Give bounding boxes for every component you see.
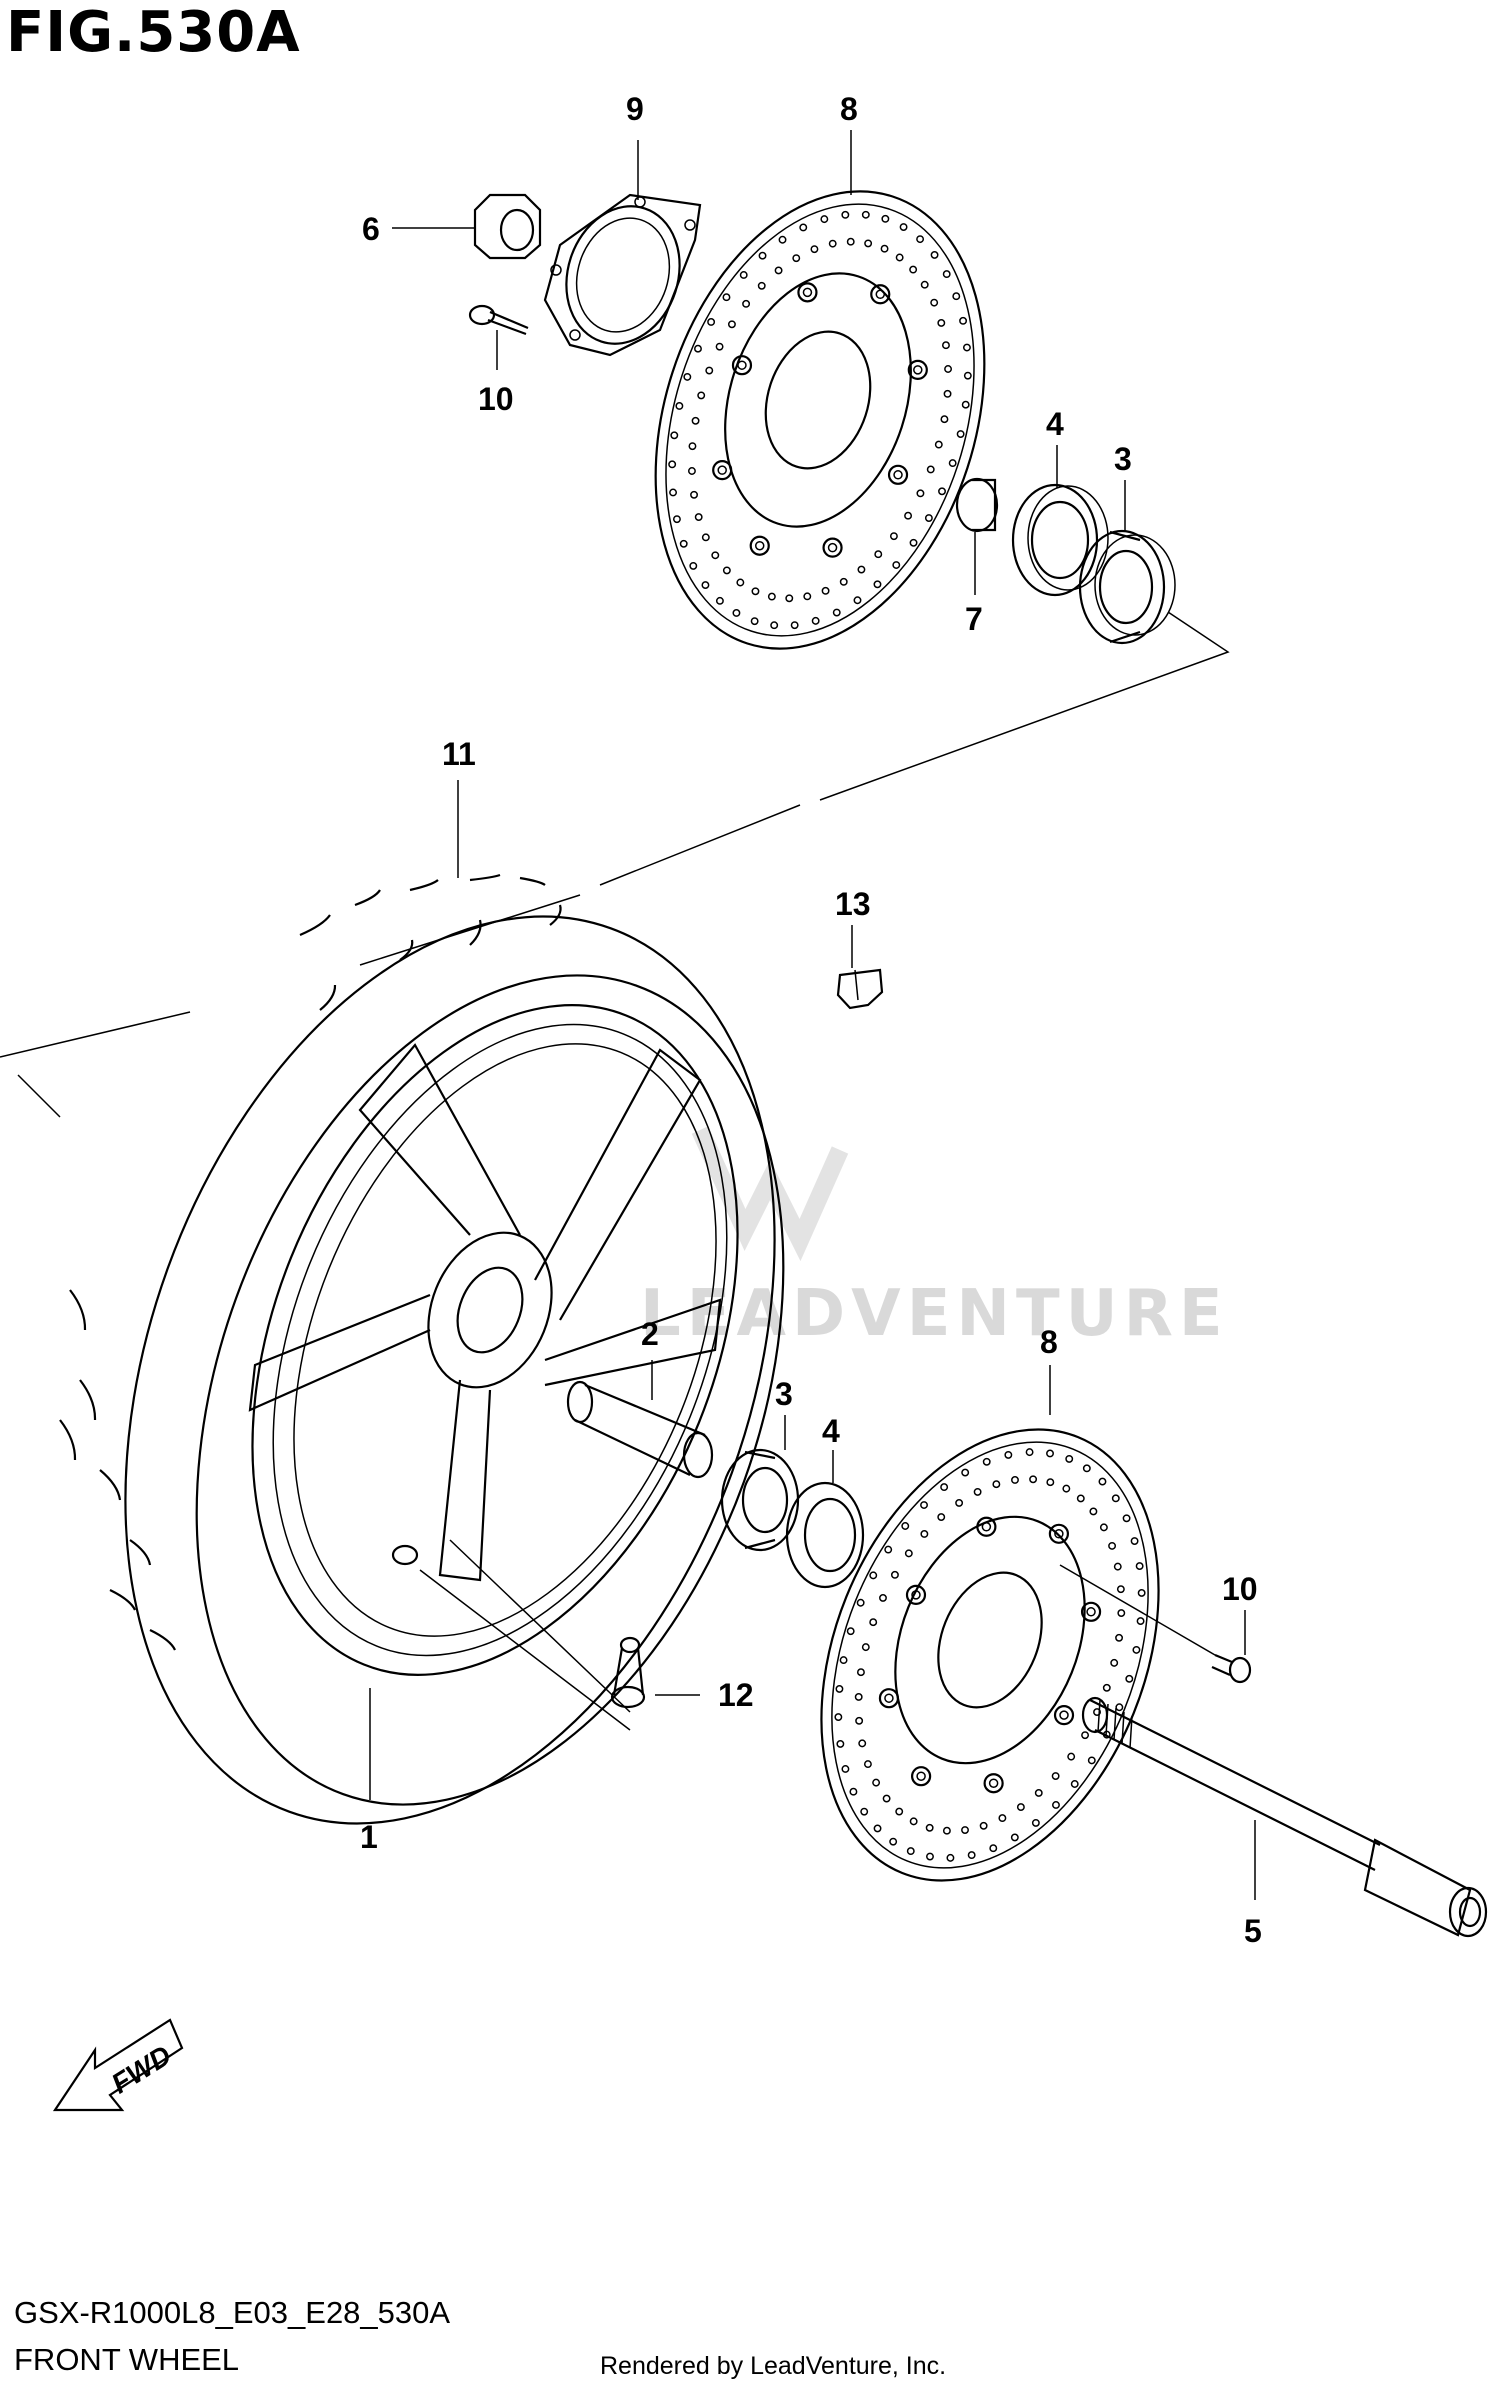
callout-4-lower: 4 <box>822 1413 840 1449</box>
callout-3-lower: 3 <box>775 1376 793 1412</box>
clip <box>836 968 884 1010</box>
brake-disc-upper <box>654 190 986 650</box>
collar <box>955 477 999 533</box>
model-code: GSX-R1000L8_E03_E28_530A <box>14 2295 451 2330</box>
section-name: FRONT WHEEL <box>14 2342 240 2377</box>
callout-10-lower: 10 <box>1222 1571 1258 1607</box>
wheel <box>248 1004 739 1676</box>
callout-1: 1 <box>360 1819 378 1855</box>
watermark-text: LEADVENTURE <box>640 1277 1229 1351</box>
callout-9: 9 <box>626 91 644 127</box>
callout-10-upper: 10 <box>478 381 514 417</box>
callout-5: 5 <box>1244 1913 1262 1949</box>
oil-seal-upper <box>1011 483 1109 597</box>
callout-2: 2 <box>641 1316 659 1352</box>
axis-line-left <box>0 1011 191 1058</box>
callout-6: 6 <box>362 211 380 247</box>
callout-labels: 9 8 6 10 4 3 7 11 13 2 3 4 8 10 12 1 5 <box>360 91 1262 1949</box>
bearing-upper <box>1078 529 1176 645</box>
watermark: LEADVENTURE <box>640 1126 1229 1351</box>
callout-12: 12 <box>718 1677 754 1713</box>
bolt-upper <box>468 304 529 336</box>
callout-3-upper: 3 <box>1114 441 1132 477</box>
oil-seal-lower <box>785 1481 865 1589</box>
bolt-lower <box>1211 1653 1252 1684</box>
rendered-by: Rendered by LeadVenture, Inc. <box>600 2352 947 2380</box>
callout-8-lower: 8 <box>1040 1324 1058 1360</box>
figure-title: FIG.530A <box>6 0 301 65</box>
callout-11: 11 <box>442 736 476 772</box>
spacer <box>566 1380 714 1479</box>
fwd-label: FWD <box>106 2039 177 2099</box>
callout-8-upper: 8 <box>840 91 858 127</box>
leader-lines <box>369 130 1256 1900</box>
callout-7: 7 <box>965 601 983 637</box>
nut <box>473 193 542 260</box>
fwd-arrow-icon: FWD <box>52 2018 184 2112</box>
callout-13: 13 <box>835 886 871 922</box>
tire <box>59 873 785 1825</box>
sensor-ring <box>543 193 702 357</box>
axle <box>1081 1696 1488 1938</box>
brake-disc-lower <box>820 1428 1160 1882</box>
callout-4-upper: 4 <box>1046 406 1064 442</box>
valve <box>610 1636 646 1709</box>
